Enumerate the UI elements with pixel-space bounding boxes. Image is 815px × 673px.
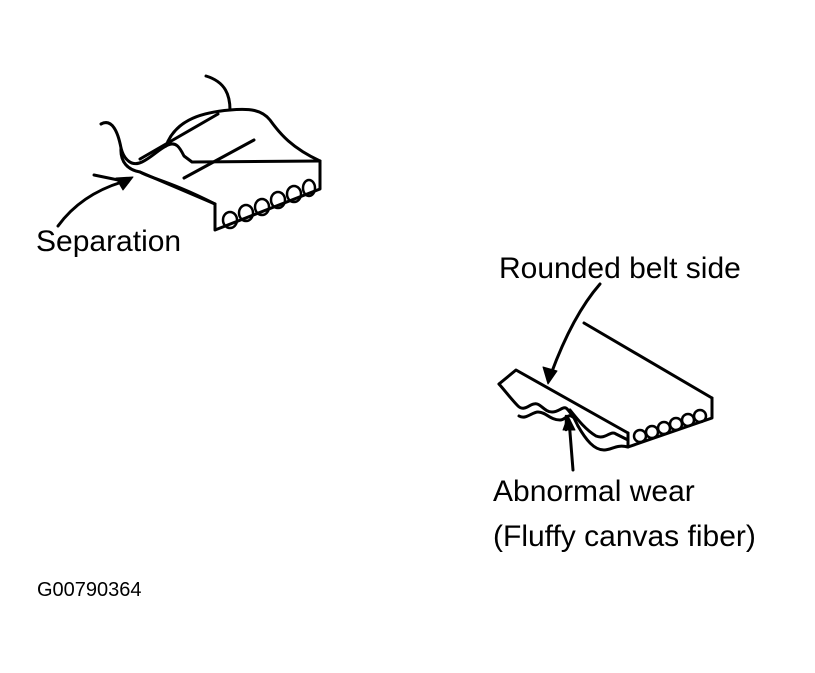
label-separation: Separation — [36, 225, 182, 258]
belt-abnormal-wear-drawing — [497, 321, 714, 452]
belt-top-edge — [138, 112, 220, 161]
label-fluffy-canvas-fiber: (Fluffy canvas fiber) — [493, 520, 756, 553]
belt-separation-drawing — [99, 74, 322, 232]
belt2-top-front-edge — [497, 368, 630, 435]
label-abnormal-wear: Abnormal wear — [493, 475, 695, 508]
cross-section-bottom — [138, 170, 217, 206]
cross-section-front — [213, 159, 322, 232]
belt-rib-profile — [99, 121, 322, 166]
peeled-edge-curl — [204, 74, 232, 112]
abnormal-wear-leader — [562, 415, 576, 472]
label-rounded-belt-side: Rounded belt side — [499, 252, 741, 285]
separation-leader — [56, 173, 134, 228]
separation-arrowhead — [115, 176, 134, 191]
rounded-side-arrowhead — [542, 366, 558, 385]
belt2-top-back-edge — [582, 321, 714, 400]
hump-crease — [182, 138, 256, 180]
worn-zone-profile-lower — [576, 424, 630, 452]
rounded-belt-side-leader — [542, 282, 602, 385]
belt-cords — [221, 178, 317, 230]
worn-zone-profile — [568, 408, 630, 442]
belt2-cords — [632, 408, 708, 444]
abnormal-wear-arrowhead — [562, 415, 576, 431]
figure-code: G00790364 — [37, 579, 142, 601]
separated-hump — [164, 107, 322, 163]
belt2-rib-profile — [497, 382, 578, 422]
